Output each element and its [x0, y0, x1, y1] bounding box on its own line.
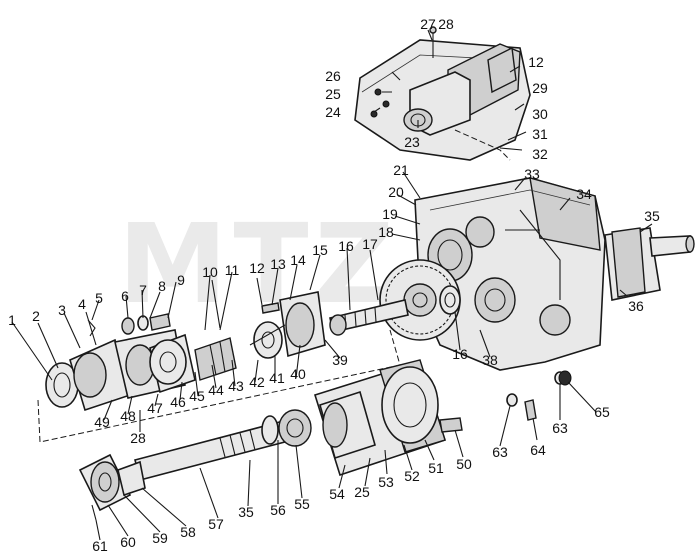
callout-19: 19 — [382, 206, 398, 222]
callout-64: 64 — [530, 442, 546, 458]
callout-5: 5 — [95, 290, 103, 306]
assembly-outline — [37, 329, 401, 443]
callout-45: 45 — [189, 388, 205, 404]
callout-12-top: 12 — [528, 54, 544, 70]
callout-20: 20 — [388, 184, 404, 200]
callout-54: 54 — [329, 486, 345, 502]
callout-46: 46 — [170, 394, 186, 410]
callout-55: 55 — [294, 496, 310, 512]
callout-11: 11 — [224, 262, 240, 278]
callout-41: 41 — [269, 370, 285, 386]
callout-2: 2 — [32, 308, 40, 324]
callout-34: 34 — [576, 186, 592, 202]
output-flange — [78, 453, 146, 521]
callout-33: 33 — [524, 166, 540, 182]
callout-52: 52 — [404, 468, 420, 484]
callout-21: 21 — [393, 162, 409, 178]
callout-47: 47 — [147, 400, 163, 416]
callout-12-mid: 12 — [249, 260, 265, 276]
callout-6: 6 — [121, 288, 129, 304]
callout-35-right: 35 — [644, 208, 660, 224]
callout-42: 42 — [249, 374, 265, 390]
callout-29: 29 — [532, 80, 548, 96]
callout-25-bottom: 25 — [354, 484, 370, 500]
long-shaft — [134, 409, 312, 481]
callout-56: 56 — [270, 502, 286, 518]
main-housing — [414, 177, 606, 371]
small-parts — [87, 279, 280, 337]
callout-63-left: 63 — [492, 444, 508, 460]
callout-60: 60 — [120, 534, 136, 550]
callout-50: 50 — [456, 456, 472, 472]
top-cover-assembly — [354, 26, 531, 161]
callout-28-left: 28 — [130, 430, 146, 446]
callout-4: 4 — [78, 296, 86, 312]
callout-10: 10 — [202, 264, 218, 280]
callout-9: 9 — [177, 272, 185, 288]
callout-59: 59 — [152, 530, 168, 546]
callout-57: 57 — [208, 516, 224, 532]
callout-23: 23 — [404, 134, 420, 150]
callout-13: 13 — [270, 256, 286, 272]
callout-49: 49 — [94, 414, 110, 430]
callout-17: 17 — [362, 236, 378, 252]
callout-32: 32 — [532, 146, 548, 162]
callout-43: 43 — [228, 378, 244, 394]
fasteners — [506, 370, 572, 421]
callout-25-top: 25 — [325, 86, 341, 102]
callout-31: 31 — [532, 126, 548, 142]
input-shaft — [329, 299, 409, 336]
leader-lines — [11, 29, 653, 541]
callout-63-right: 63 — [552, 420, 568, 436]
callout-7: 7 — [139, 282, 147, 298]
callout-58: 58 — [180, 524, 196, 540]
callout-24: 24 — [325, 104, 341, 120]
callout-1: 1 — [8, 312, 16, 328]
callout-28-top: 28 — [438, 16, 454, 32]
callout-3: 3 — [58, 302, 66, 318]
callout-18: 18 — [378, 224, 394, 240]
driven-gear — [379, 259, 461, 341]
callout-48: 48 — [120, 408, 136, 424]
callout-16-top: 16 — [338, 238, 354, 254]
callout-26: 26 — [325, 68, 341, 84]
callout-39: 39 — [332, 352, 348, 368]
callout-27: 27 — [420, 16, 436, 32]
callout-15: 15 — [312, 242, 328, 258]
callout-38: 38 — [482, 352, 498, 368]
callout-65: 65 — [594, 404, 610, 420]
callout-14: 14 — [290, 252, 306, 268]
callout-30: 30 — [532, 106, 548, 122]
callout-51: 51 — [428, 460, 444, 476]
callout-44: 44 — [208, 382, 224, 398]
callout-35-bottom: 35 — [238, 504, 254, 520]
callout-61: 61 — [92, 538, 108, 554]
callout-16-bottom: 16 — [452, 346, 468, 362]
callout-36: 36 — [628, 298, 644, 314]
pto-output-assembly — [604, 227, 695, 301]
lower-housing — [313, 359, 463, 477]
callout-53: 53 — [378, 474, 394, 490]
left-gear-housing — [45, 329, 237, 412]
callout-40: 40 — [290, 366, 306, 382]
callout-8: 8 — [158, 278, 166, 294]
clutch-assembly — [249, 291, 326, 359]
